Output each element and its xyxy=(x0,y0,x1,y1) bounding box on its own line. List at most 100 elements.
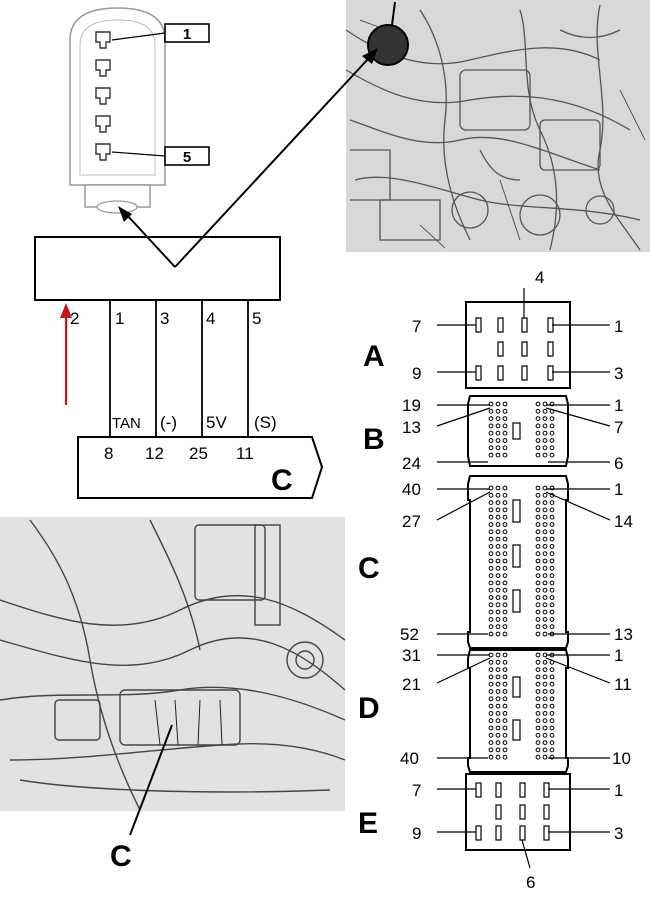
pin-hole xyxy=(488,507,494,513)
wire-label-signal: (S) xyxy=(254,413,277,432)
pin-hole xyxy=(549,667,555,672)
pin-hole xyxy=(495,573,501,578)
pin-hole xyxy=(542,500,548,506)
sensor-pin-5-box xyxy=(164,146,210,166)
connector-e-letter: E xyxy=(358,807,378,840)
pin-hole xyxy=(488,416,494,422)
pin-hole xyxy=(502,544,508,549)
pin-hole xyxy=(495,522,501,527)
pin-label-4: 4 xyxy=(206,309,215,328)
connector-d-pin-1: 1 xyxy=(614,646,623,665)
pin-hole xyxy=(542,602,548,608)
pin-hole xyxy=(488,408,494,414)
pin-hole xyxy=(488,536,494,542)
pin-hole xyxy=(549,430,555,436)
pin-hole xyxy=(488,631,494,637)
pin-hole xyxy=(495,529,501,535)
pin-hole xyxy=(535,659,541,665)
pin-hole xyxy=(502,423,508,429)
pin-hole xyxy=(495,492,501,498)
pin-hole xyxy=(542,438,548,443)
pin-hole xyxy=(488,558,494,564)
pin-hole xyxy=(502,580,508,586)
pin-hole xyxy=(542,659,548,665)
pin-hole xyxy=(502,438,508,443)
pin-hole xyxy=(549,696,555,702)
pin-hole xyxy=(495,667,501,672)
pin-hole xyxy=(502,507,508,513)
pin-hole xyxy=(542,711,548,716)
pin-hole xyxy=(502,522,508,527)
connector-d-pin-21: 21 xyxy=(402,675,421,694)
pin-hole xyxy=(488,423,494,429)
pin-hole xyxy=(535,580,541,586)
connector-c-pin-1: 1 xyxy=(614,480,623,499)
pin-hole xyxy=(488,522,494,527)
pin-hole xyxy=(488,565,494,571)
connector-e-pin-9: 9 xyxy=(412,824,421,843)
pin-hole xyxy=(542,401,548,407)
pin-hole xyxy=(502,696,508,702)
pin-hole xyxy=(535,667,541,672)
pin-hole xyxy=(535,452,541,458)
pin-hole xyxy=(495,624,501,630)
pin-hole xyxy=(495,602,501,608)
pin-hole xyxy=(502,492,508,498)
pin-hole xyxy=(502,659,508,665)
pin-hole xyxy=(535,573,541,578)
pin-hole xyxy=(502,558,508,564)
pin-hole xyxy=(502,452,508,458)
pin-hole xyxy=(535,423,541,429)
pin-hole xyxy=(542,430,548,436)
pin-hole xyxy=(502,485,508,491)
pin-hole xyxy=(535,747,541,753)
pin-hole xyxy=(502,703,508,709)
pin-hole xyxy=(502,595,508,600)
pin-hole xyxy=(495,544,501,549)
connector-c-pin-13: 13 xyxy=(614,625,633,644)
pin-hole xyxy=(549,711,555,716)
pin-hole xyxy=(495,485,501,491)
pin-hole xyxy=(542,703,548,709)
connector-d-pin-31: 31 xyxy=(402,646,421,665)
pin-hole xyxy=(535,595,541,600)
pin-hole xyxy=(535,674,541,680)
pin-hole xyxy=(542,551,548,557)
pin-hole xyxy=(542,507,548,513)
connector-a-pin-4: 4 xyxy=(535,268,544,287)
pin-hole xyxy=(502,732,508,738)
pin-hole xyxy=(488,711,494,716)
pin-hole xyxy=(542,558,548,564)
connector-d-pin-40: 40 xyxy=(400,749,419,768)
pin-hole xyxy=(502,587,508,593)
pin-hole xyxy=(495,718,501,724)
connector-b-pin-13: 13 xyxy=(402,418,421,437)
pin-hole xyxy=(535,536,541,542)
connector-a-pin-7: 7 xyxy=(412,317,421,336)
pin-hole xyxy=(549,718,555,724)
pin-hole xyxy=(495,423,501,429)
pin-hole xyxy=(535,430,541,436)
pin-hole xyxy=(502,747,508,753)
pin-hole xyxy=(495,609,501,615)
pin-hole xyxy=(535,507,541,513)
pin-hole xyxy=(488,587,494,593)
pin-hole xyxy=(488,732,494,738)
pin-hole xyxy=(495,565,501,571)
pin-hole xyxy=(502,536,508,542)
pin-hole xyxy=(542,674,548,680)
pin-hole xyxy=(549,595,555,600)
pin-hole xyxy=(488,401,494,407)
sensor-pin-1-box xyxy=(164,23,210,43)
harness-diagram: 2 1 3 4 5 TAN (-) 5V (S) 8 12 25 11 C xyxy=(34,48,378,499)
sensor-connector: 1 5 xyxy=(69,7,210,214)
connector-a-pin-3: 3 xyxy=(614,364,623,383)
pin-hole xyxy=(535,609,541,615)
pin-label-1: 1 xyxy=(115,309,124,328)
pin-hole xyxy=(502,689,508,694)
pin-hole xyxy=(495,747,501,753)
pin-hole xyxy=(542,624,548,630)
connector-c-pin-14: 14 xyxy=(614,512,633,531)
sensor-location-circle xyxy=(367,24,409,66)
pin-hole xyxy=(542,732,548,738)
